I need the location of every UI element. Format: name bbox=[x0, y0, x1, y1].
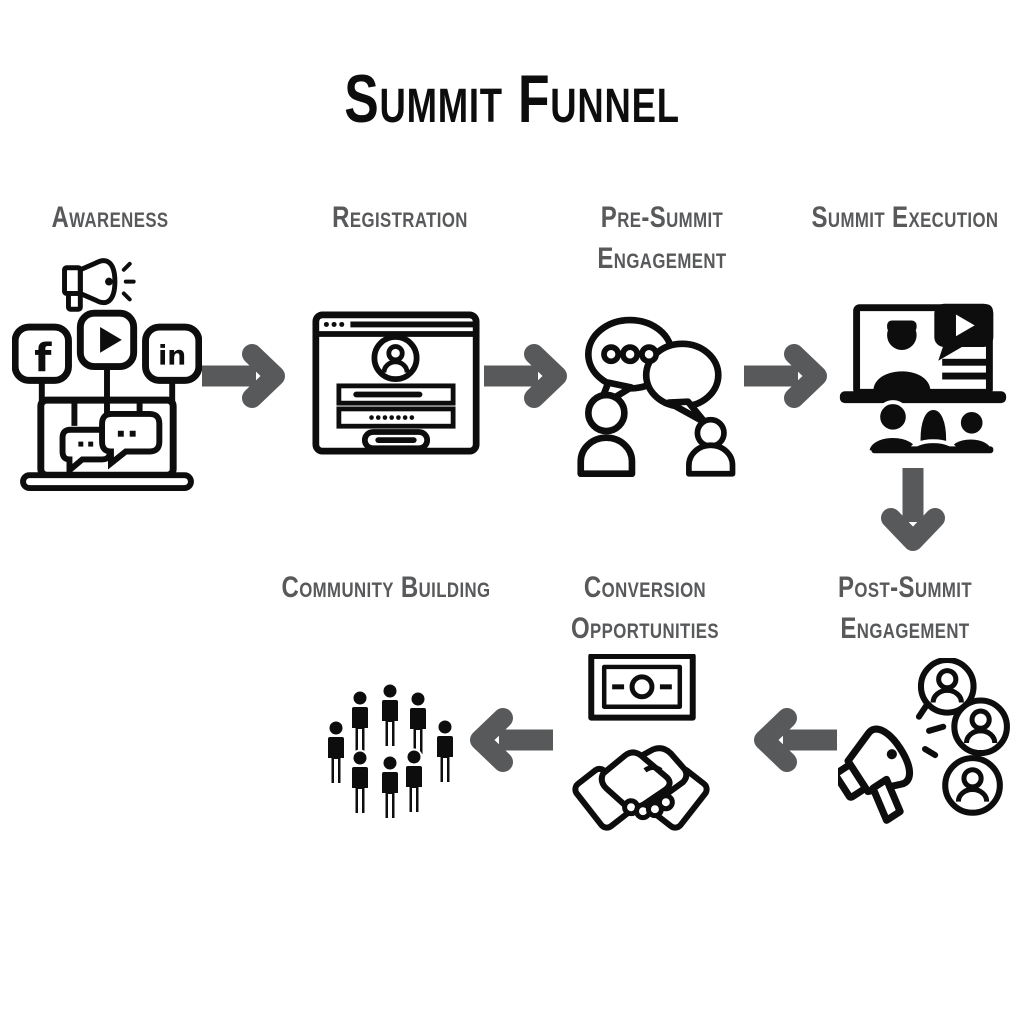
stage-icon-post-summit-engagement bbox=[838, 658, 1010, 838]
stage-label-summit-execution: Summit Execution bbox=[811, 201, 999, 234]
stage-icon-community-building bbox=[322, 676, 462, 836]
stage-label-conversion-opportunities: Conversion Opportunities bbox=[570, 571, 720, 645]
stage-label-community-building: Community Building bbox=[281, 571, 491, 604]
stage-icon-awareness: f in bbox=[12, 250, 202, 492]
arrow-left-icon bbox=[457, 708, 557, 772]
stage-label-post-summit-engagement: Post-Summit Engagement bbox=[838, 571, 972, 645]
svg-text:in: in bbox=[158, 341, 186, 372]
arrow-right-icon bbox=[740, 344, 840, 408]
handshake-money-icon bbox=[572, 654, 710, 831]
stage-icon-pre-summit-engagement bbox=[576, 310, 742, 480]
stage-icon-registration bbox=[312, 310, 480, 456]
stage-label-awareness: Awareness bbox=[51, 201, 169, 234]
arrow-down-icon bbox=[863, 468, 963, 551]
social-media-promotion-icon: f in bbox=[12, 258, 202, 492]
svg-text:f: f bbox=[34, 335, 52, 381]
signup-form-icon bbox=[312, 311, 480, 455]
arrow-left-icon bbox=[741, 708, 841, 772]
arrow-right-icon bbox=[480, 344, 580, 408]
arrow-right-icon bbox=[198, 344, 298, 408]
megaphone-outreach-icon bbox=[838, 658, 1010, 824]
stage-label-registration: Registration bbox=[332, 201, 468, 234]
page-title: Summit Funnel bbox=[344, 61, 680, 137]
webinar-audience-icon bbox=[839, 303, 1007, 455]
people-group-icon bbox=[326, 682, 455, 820]
stage-icon-summit-execution bbox=[832, 300, 1014, 456]
stage-label-pre-summit-engagement: Pre-Summit Engagement bbox=[597, 201, 727, 275]
people-conversation-icon bbox=[577, 316, 736, 478]
stage-icon-conversion-opportunities bbox=[560, 654, 722, 848]
